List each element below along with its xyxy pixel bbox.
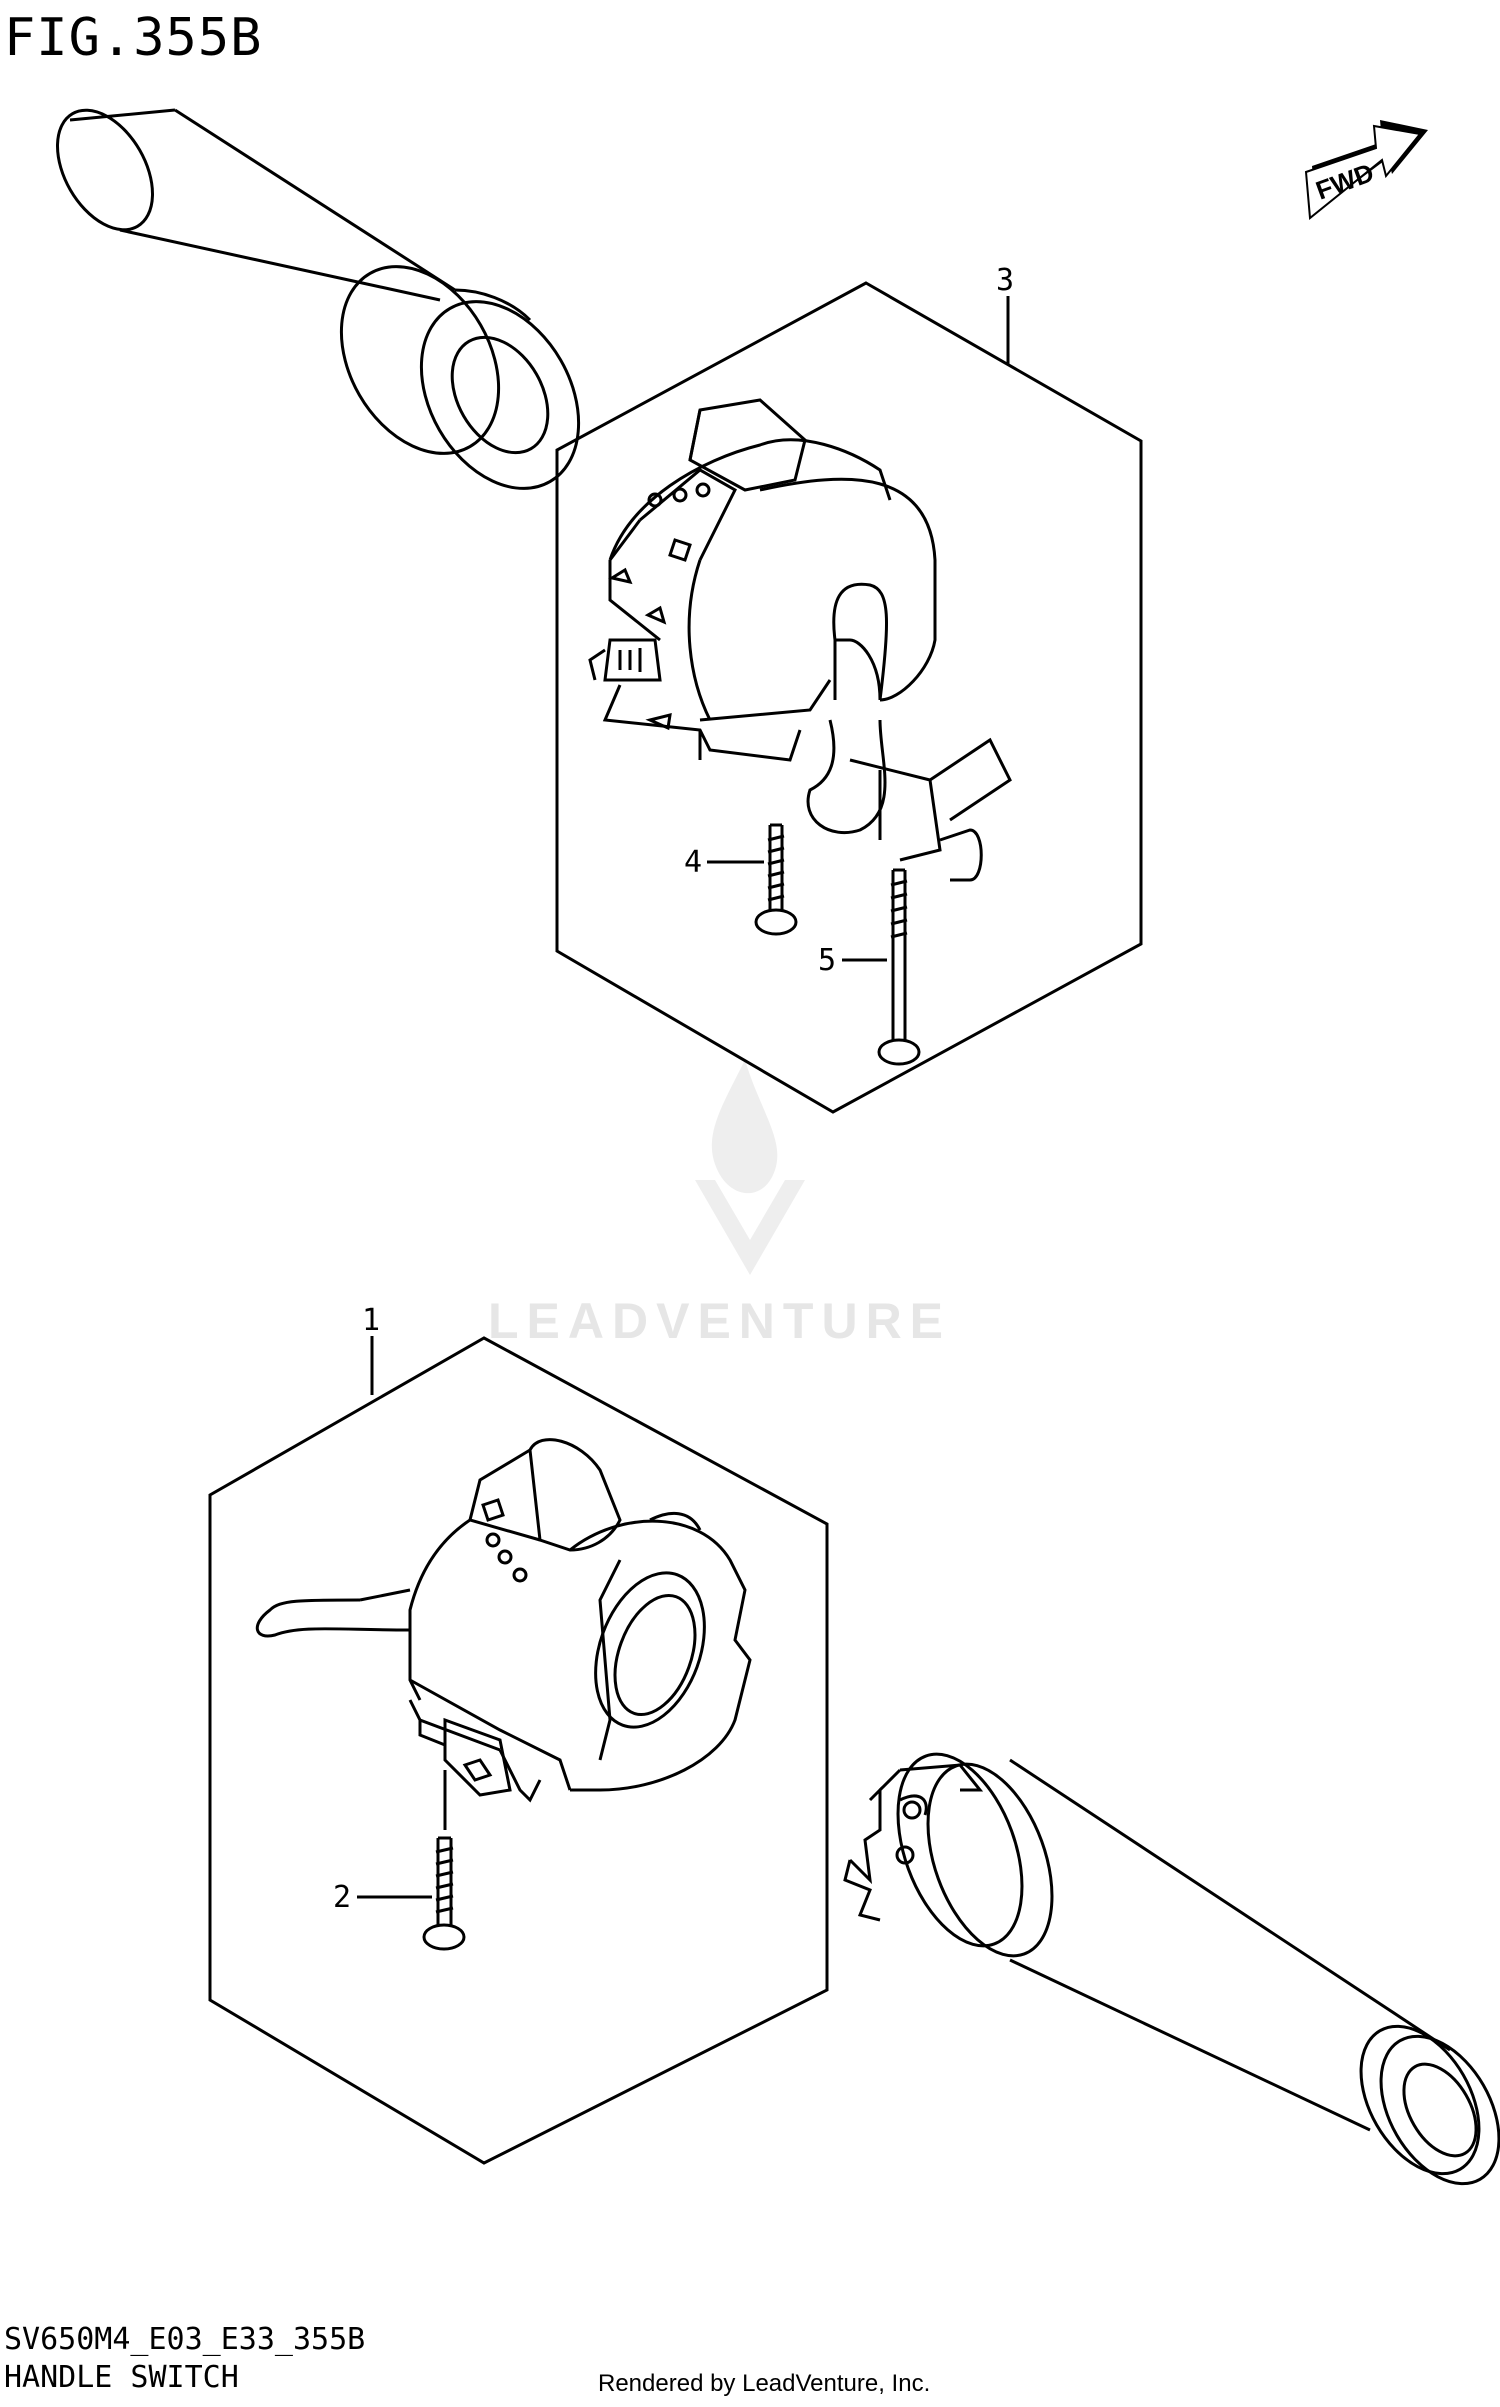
figure-title: FIG.355B <box>4 8 263 68</box>
rendered-by-footer: Rendered by LeadVenture, Inc. <box>598 2370 931 2397</box>
right-grip <box>843 1752 1500 2186</box>
figure-code: SV650M4_E03_E33_355B <box>4 2322 366 2357</box>
screw-4 <box>754 823 798 936</box>
left-grip <box>56 108 581 490</box>
callout-2: 2 <box>333 1880 351 1915</box>
right-handle-switch <box>588 398 1012 882</box>
kit-outline-lower <box>208 1336 829 2165</box>
kit-outline-upper <box>555 281 1143 1114</box>
callout-4: 4 <box>684 845 702 880</box>
figure-name: HANDLE SWITCH <box>4 2360 239 2395</box>
fwd-arrow-icon: FWD <box>1304 120 1428 220</box>
watermark-text: LEADVENTURE <box>488 1293 951 1349</box>
screw-2 <box>422 1836 466 1951</box>
screw-5 <box>877 868 921 1066</box>
left-handle-switch <box>256 1438 752 1803</box>
watermark-logo: LEADVENTURE <box>488 1060 951 1349</box>
callout-5: 5 <box>818 943 836 978</box>
callout-3: 3 <box>996 263 1014 298</box>
callout-1: 1 <box>362 1303 380 1338</box>
